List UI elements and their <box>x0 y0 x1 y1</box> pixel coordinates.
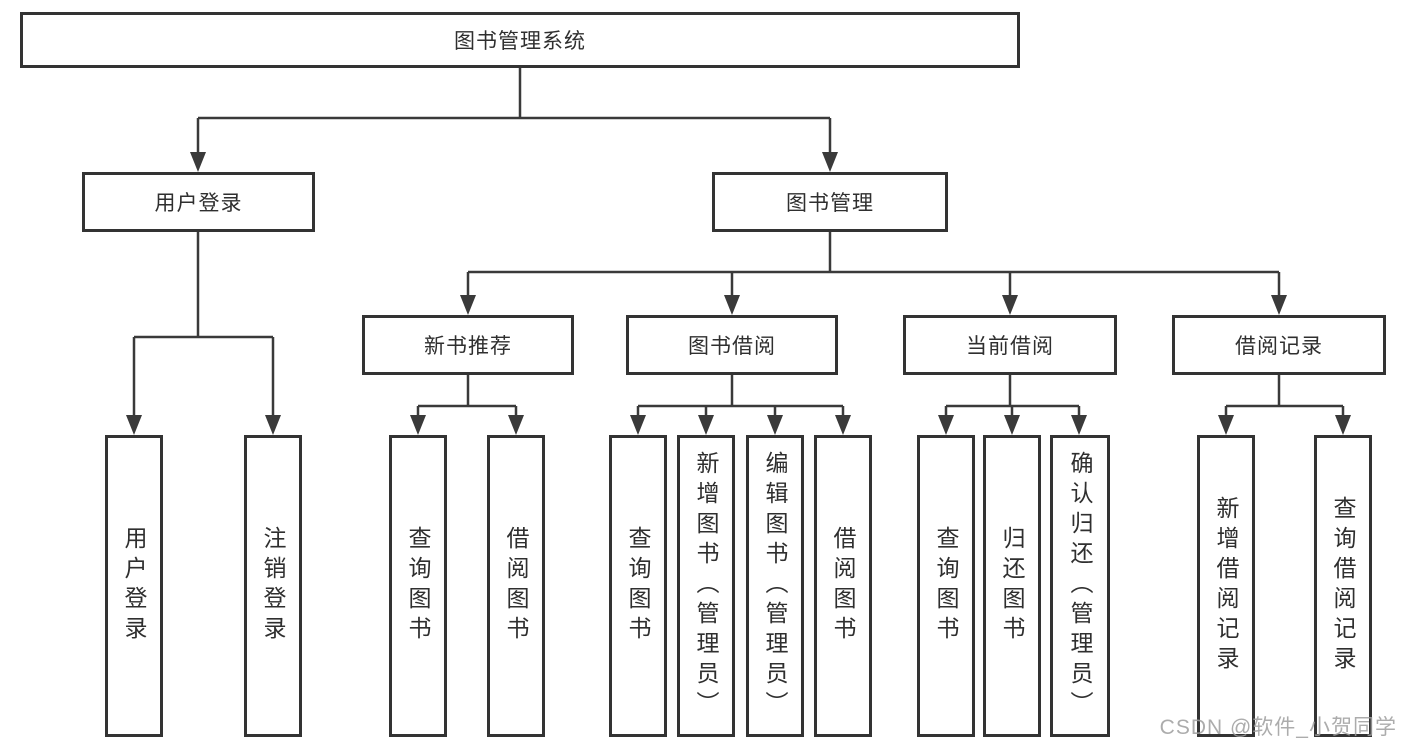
leaf-borrow-books-recommend: 借阅图书 <box>487 435 545 737</box>
leaf-add-book-admin: 新增图书（管理员） <box>677 435 735 737</box>
node-system-root: 图书管理系统 <box>20 12 1020 68</box>
branch-user-login-arrowheads <box>126 415 281 435</box>
leaf-query-books-current: 查询图书 <box>917 435 975 737</box>
leaf-return-book: 归还图书 <box>983 435 1041 737</box>
leaf-query-books-borrow: 查询图书 <box>609 435 667 737</box>
csdn-watermark: CSDN @软件_小贺同学 <box>1159 716 1397 739</box>
node-new-book-recommend: 新书推荐 <box>362 315 574 375</box>
branch-borrow-records-arrowheads <box>1218 415 1351 435</box>
leaf-user-login: 用户登录 <box>105 435 163 737</box>
node-user-login: 用户登录 <box>82 172 315 232</box>
leaf-confirm-return-admin: 确认归还（管理员） <box>1050 435 1110 737</box>
leaf-logout: 注销登录 <box>244 435 302 737</box>
branch-current-borrow-arrowheads <box>938 415 1087 435</box>
branch-book-management-arrowheads <box>460 295 1287 315</box>
branch-book-borrow <box>636 375 845 416</box>
leaf-add-borrow-record: 新增借阅记录 <box>1197 435 1255 737</box>
branch-root <box>196 68 832 153</box>
node-book-management: 图书管理 <box>712 172 948 232</box>
branch-root-arrowheads <box>190 152 838 172</box>
node-current-borrow: 当前借阅 <box>903 315 1117 375</box>
branch-book-borrow-arrowheads <box>630 415 851 435</box>
node-borrow-records: 借阅记录 <box>1172 315 1386 375</box>
leaf-edit-book-admin: 编辑图书（管理员） <box>746 435 804 737</box>
branch-current-borrow <box>944 375 1081 416</box>
branch-new-book-recommend <box>416 375 518 416</box>
leaf-borrow-books: 借阅图书 <box>814 435 872 737</box>
branch-borrow-records <box>1224 375 1345 416</box>
node-book-borrow: 图书借阅 <box>626 315 838 375</box>
branch-new-book-recommend-arrowheads <box>410 415 524 435</box>
branch-user-login <box>132 232 275 416</box>
leaf-query-borrow-record: 查询借阅记录 <box>1314 435 1372 737</box>
branch-book-management <box>466 232 1281 296</box>
leaf-query-books-recommend: 查询图书 <box>389 435 447 737</box>
